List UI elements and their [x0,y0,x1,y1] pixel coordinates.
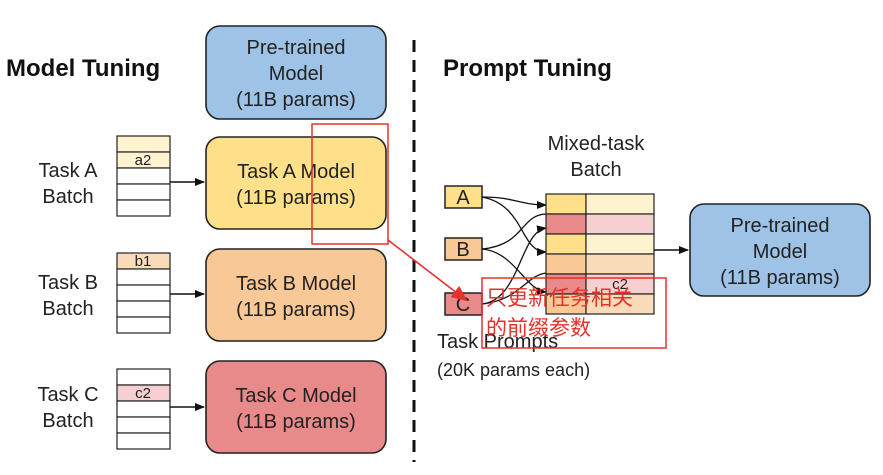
task-c-label-line2: Batch [42,410,93,432]
annotation-line1: 只更新任务相关 [486,286,633,310]
task-c-batch-table: c2 [116,368,171,450]
right-pretrained-line2: Model [753,241,807,263]
task-a-batch-table: a2 [116,135,171,217]
right-pretrained-model: Pre-trained Model (11B params) [689,203,871,297]
task-a-model-line2: (11B params) [236,187,356,209]
annotation-overlay: 只更新任务相关 的前缀参数 [311,123,667,349]
mixed-batch-cell: c2 [612,276,628,293]
task-b-cell: b1 [135,253,152,270]
task-b-model-line1: Task B Model [236,273,356,295]
task-c-row: Task C Batch c2 Task C Model (11B params… [37,360,387,454]
mixed-batch-table: c2 [545,193,655,315]
task-b-label-line1: Task B [38,272,98,294]
prompt-b-label: B [456,239,469,261]
prompt-tuning-title: Prompt Tuning [443,55,612,82]
annotation-line2: 的前缀参数 [486,316,591,340]
task-a-row: Task A Batch a2 Task A Model (11B params… [39,135,387,230]
annotation-arrow [387,239,468,302]
task-b-row: Task B Batch b1 Task B Model (11B params… [38,248,387,342]
task-c-model-line1: Task C Model [235,385,356,407]
left-pretrained-model: Pre-trained Model (11B params) [205,25,387,120]
task-a-cell: a2 [135,152,152,169]
left-pretrained-line2: Model [269,63,323,85]
prompt-c: C [444,292,483,316]
task-a-label-line2: Batch [42,186,93,208]
task-a-label-line1: Task A [39,160,99,182]
task-c-cell: c2 [135,385,151,402]
task-b-label-line2: Batch [42,298,93,320]
task-c-model-box [205,360,387,454]
mixed-batch-label-line2: Batch [570,159,621,181]
left-pretrained-line1: Pre-trained [247,37,346,59]
mixed-batch-label-line1: Mixed-task [548,133,646,155]
task-c-model-line2: (11B params) [236,411,356,433]
prompt-a: A [444,185,483,209]
model-tuning-title: Model Tuning [6,55,160,82]
task-prompts-label-line2: (20K params each) [437,360,590,380]
task-a-model-box [205,136,387,230]
prompt-b: B [444,237,483,261]
task-a-model-line1: Task A Model [237,161,355,183]
task-b-model-line2: (11B params) [236,299,356,321]
prompt-a-label: A [456,187,470,209]
annotation-text-box [481,277,667,349]
task-b-batch-table: b1 [116,252,171,334]
task-b-model-box [205,248,387,342]
annotation-highlight-box [311,123,389,245]
left-pretrained-line3: (11B params) [236,89,356,111]
task-c-label-line1: Task C [37,384,98,406]
right-pretrained-line1: Pre-trained [731,215,830,237]
prompt-routing-arrows [481,196,547,305]
right-pretrained-line3: (11B params) [720,267,840,289]
